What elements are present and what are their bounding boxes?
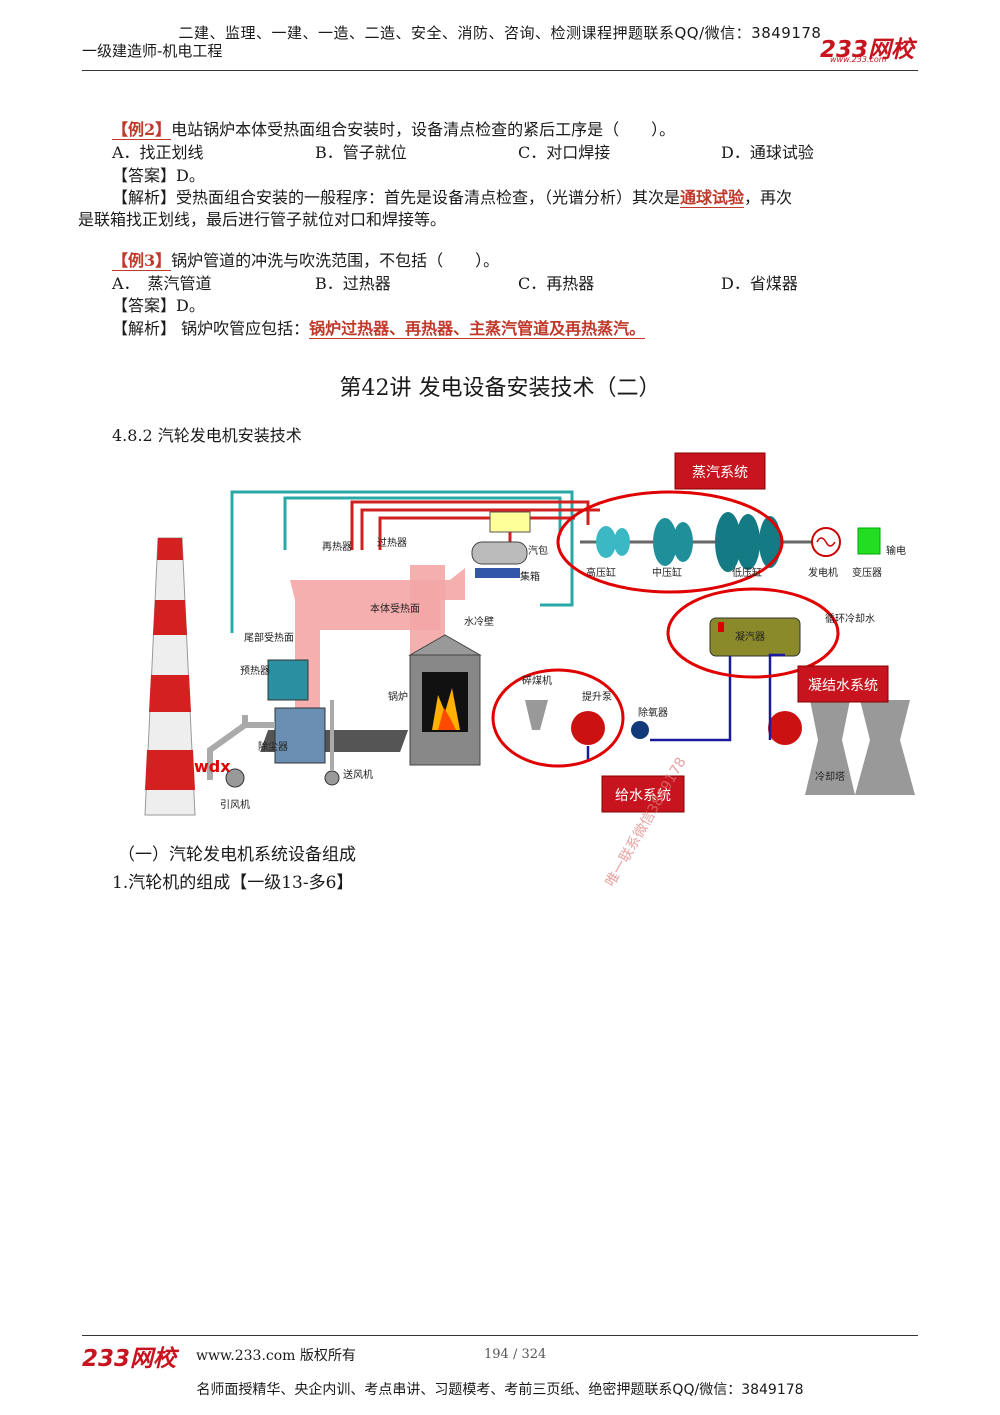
label-crusher: 碎煤机 (522, 674, 552, 687)
example2-option-a: A．找正划线 (112, 143, 204, 162)
label-boiler: 锅炉 (388, 691, 408, 703)
fd-fan-icon (324, 770, 340, 786)
header-rule (82, 70, 918, 71)
label-cooling-water: 循环冷却水 (825, 612, 875, 625)
example3-key-term: 锅炉过热器、再热器、主蒸汽管道及再热蒸汽。 (309, 319, 646, 339)
label-fd-fan: 送风机 (343, 768, 373, 781)
example2-key-term: 通球试验 (680, 188, 745, 208)
example2-tag: 【例2】 (112, 120, 172, 140)
crusher-icon (525, 700, 548, 730)
label-transformer: 变压器 (852, 566, 882, 579)
label-output: 输电 (886, 544, 906, 557)
feedwater-system-box (601, 775, 685, 813)
label-reheater: 再热器 (322, 540, 352, 553)
page-number: 194 / 324 (484, 1347, 547, 1362)
power-plant-diagram: 蒸汽系统 凝结水系统 给水系统 再热器 过热器 汽包 集箱 高压缸 中压缸 低压… (144, 452, 915, 816)
example3-question: 【例3】锅炉管道的冲洗与吹洗范围，不包括（ ）。 (112, 251, 500, 271)
label-deaerator: 除氧器 (638, 706, 668, 719)
condenser-icon (709, 617, 801, 657)
lift-pump-icon (571, 711, 605, 745)
label-waterwall: 水冷壁 (464, 615, 494, 628)
condensate-system-box (797, 665, 889, 703)
feedwater-system-label: 给水系统 (615, 788, 671, 804)
label-tail-heating: 尾部受热面 (244, 631, 294, 644)
example3-answer: 【答案】D。 (112, 296, 205, 315)
label-dust: 除尘器 (258, 740, 288, 753)
label-hp: 高压缸 (586, 566, 616, 579)
drum-icon (471, 511, 531, 578)
id-fan-icon (225, 768, 245, 788)
footer-copyright: www.233.com 版权所有 (196, 1348, 356, 1364)
section-heading: 4.8.2 汽轮发电机安装技术 (112, 426, 302, 445)
example3-option-a: A． 蒸汽管道 (112, 274, 212, 293)
header-logo[interactable]: 233网校 (820, 37, 915, 63)
header-subtitle: 一级建造师-机电工程 (82, 42, 223, 60)
example3-option-b: B．过热器 (315, 274, 391, 293)
header-promo-text: 二建、监理、一建、一造、二造、安全、消防、咨询、检测课程押题联系QQ/微信：38… (178, 24, 822, 42)
transformer-icon (857, 527, 881, 555)
label-wdx: wdx (194, 757, 231, 776)
steam-system-box (674, 452, 766, 490)
label-id-fan: 引风机 (220, 798, 250, 811)
lecture-title: 第42讲 发电设备安装技术（二） (339, 376, 661, 401)
label-cooling-tower: 冷却塔 (815, 770, 845, 783)
turbine-icon (580, 512, 820, 572)
label-preheater: 预热器 (240, 664, 270, 677)
label-ip: 中压缸 (652, 566, 682, 579)
footer-promo-text: 名师面授精华、央企内训、考点串讲、习题模考、考前三页纸、绝密押题联系QQ/微信：… (196, 1382, 804, 1398)
example3-options: A． 蒸汽管道 B．过热器 C．再热器 D．省煤器 (112, 270, 798, 294)
example3-analysis: 【解析】 锅炉吹管应包括：锅炉过热器、再热器、主蒸汽管道及再热蒸汽。 (112, 319, 646, 339)
label-condenser: 凝汽器 (735, 630, 765, 643)
label-body-heating: 本体受热面 (370, 602, 420, 615)
dust-collector-icon (274, 707, 326, 764)
example2-option-d: D．通球试验 (721, 143, 814, 162)
label-lift-pump: 提升泵 (582, 691, 612, 703)
example3-tag: 【例3】 (112, 251, 172, 271)
example2-question: 【例2】电站锅炉本体受热面组合安装时，设备清点检查的紧后工序是（ ）。 (112, 120, 676, 140)
example2-analysis-cont: 是联箱找正划线，最后进行管子就位对口和焊接等。 (78, 210, 447, 229)
header-logo-url: www.233.com (830, 55, 887, 64)
example3-option-c: C．再热器 (518, 274, 595, 293)
deaerator-icon (631, 721, 649, 739)
label-generator: 发电机 (808, 566, 838, 579)
subheading-1: （一）汽轮发电机系统设备组成 (118, 845, 356, 865)
example2-option-b: B．管子就位 (315, 143, 407, 162)
example2-options: A．找正划线 B．管子就位 C．对口焊接 D．通球试验 (112, 139, 814, 163)
preheater-icon (267, 659, 309, 701)
condensate-system-label: 凝结水系统 (808, 678, 878, 694)
subheading-2: 1.汽轮机的组成【一级13-多6】 (112, 873, 354, 893)
label-lp: 低压缸 (732, 566, 762, 579)
steam-system-label: 蒸汽系统 (692, 465, 748, 481)
cooling-tower-icon (805, 700, 855, 795)
footer-rule (82, 1335, 918, 1336)
label-superheater: 过热器 (377, 536, 407, 549)
example2-answer: 【答案】D。 (112, 166, 205, 185)
footer-logo[interactable]: 233网校 (82, 1346, 177, 1372)
example3-option-d: D．省煤器 (721, 274, 798, 293)
example2-option-c: C．对口焊接 (518, 143, 611, 162)
chimney-icon (144, 537, 196, 816)
label-drum: 汽包 (528, 544, 548, 557)
condensate-pump-icon (768, 711, 802, 745)
label-header: 集箱 (520, 570, 540, 583)
example2-analysis: 【解析】受热面组合安装的一般程序：首先是设备清点检查，（光谱分析）其次是通球试验… (112, 188, 793, 208)
